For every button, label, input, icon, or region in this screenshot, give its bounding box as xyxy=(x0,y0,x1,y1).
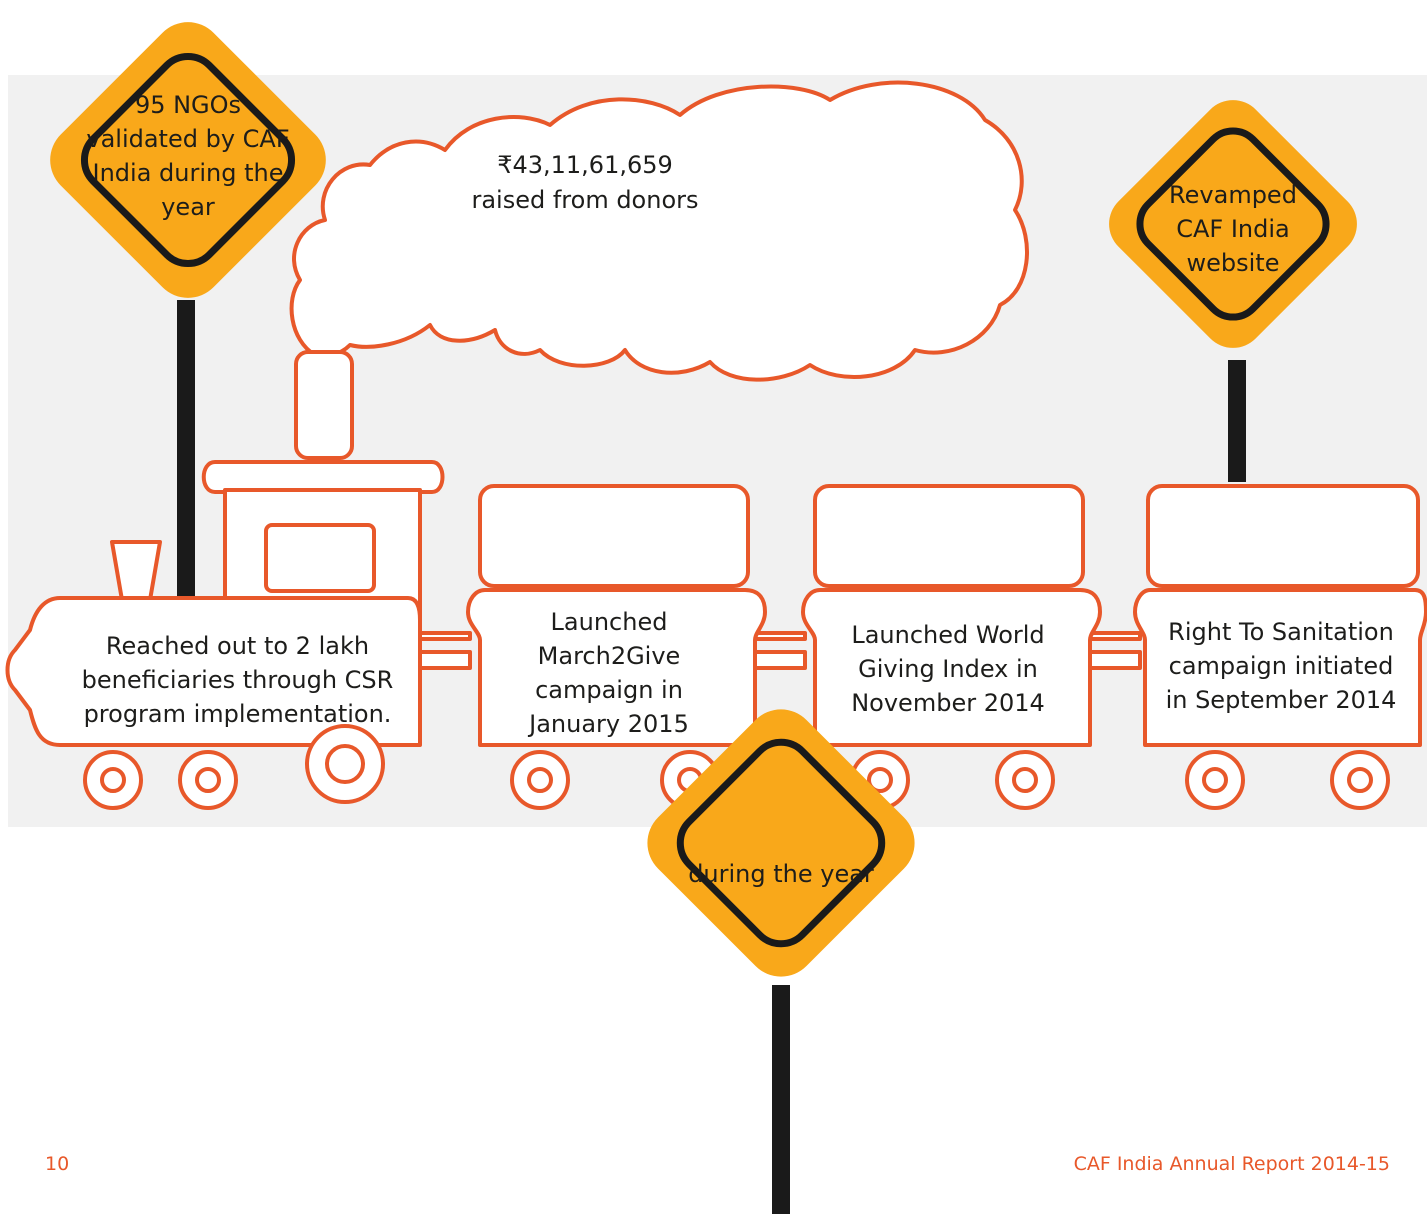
chimney xyxy=(294,350,354,460)
report-title: CAF India Annual Report 2014-15 xyxy=(1073,1153,1390,1175)
sign-bottom xyxy=(647,709,915,977)
sign-bottom-text: during the year xyxy=(688,860,874,888)
sign-website-text: Revamped CAF India website xyxy=(1169,181,1297,277)
car3-roof xyxy=(1146,484,1420,588)
car2-text: Launched World Giving Index in November … xyxy=(851,621,1045,717)
car1-roof xyxy=(478,484,750,588)
car3-text: Right To Sanitation campaign initiated i… xyxy=(1165,618,1397,714)
sign-website xyxy=(1109,100,1357,348)
car1-text: Launched March2Give campaign in January … xyxy=(529,608,689,738)
car2-body xyxy=(801,588,1102,747)
cab-window xyxy=(264,523,376,593)
sign-ngos xyxy=(50,22,326,298)
car3-body xyxy=(1133,588,1427,747)
smoke-cloud xyxy=(289,80,1029,382)
front-funnel xyxy=(110,540,162,602)
engine-text: Reached out to 2 lakh beneficiaries thro… xyxy=(81,632,394,728)
cab-roof xyxy=(201,460,445,494)
cloud-amount: ₹43,11,61,659 xyxy=(497,151,673,179)
cloud-text: ₹43,11,61,659 raised from donors xyxy=(460,148,710,218)
page-number: 10 xyxy=(45,1153,70,1175)
cloud-caption: raised from donors xyxy=(471,186,699,214)
car2-roof xyxy=(813,484,1085,588)
engine-body xyxy=(5,596,422,747)
sign-ngos-text: 95 NGOs validated by CAF India during th… xyxy=(86,91,290,221)
sign-poles xyxy=(177,300,1246,1214)
